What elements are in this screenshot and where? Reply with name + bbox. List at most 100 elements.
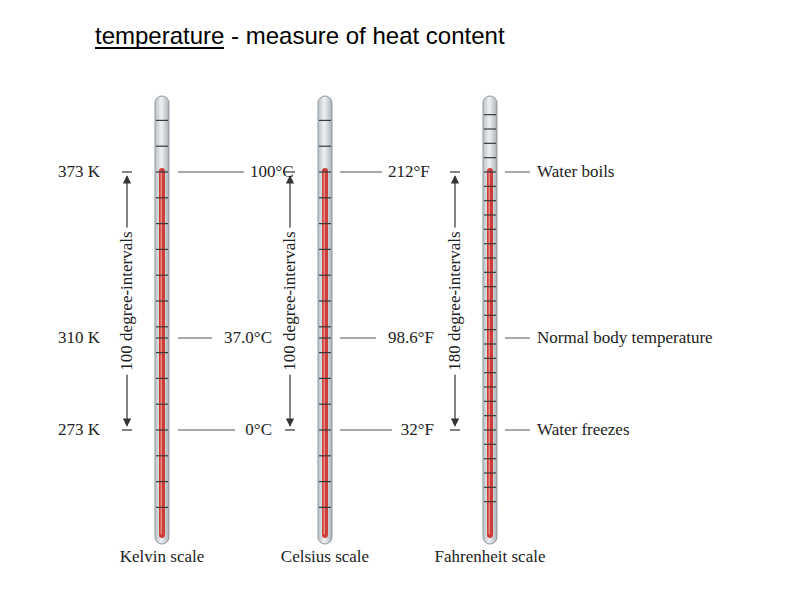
scale-tick xyxy=(484,501,496,502)
scale-tick xyxy=(484,171,496,172)
scale-tick xyxy=(319,300,331,301)
scale-tick xyxy=(156,507,168,508)
scale-tick xyxy=(319,455,331,456)
kelvin-value: 310 K xyxy=(58,329,100,348)
scale-tick xyxy=(319,337,331,338)
leader-line xyxy=(505,338,530,339)
scale-tick xyxy=(484,315,496,316)
scale-tick xyxy=(484,343,496,344)
scale-tick xyxy=(156,146,168,147)
scale-tick xyxy=(484,257,496,258)
scale-tick xyxy=(319,146,331,147)
fahrenheit-value: 98.6°F xyxy=(388,329,434,348)
scale-tick xyxy=(484,487,496,488)
scale-tick xyxy=(484,229,496,230)
leader-line xyxy=(178,430,235,431)
scale-tick xyxy=(484,286,496,287)
fahrenheit-value: 32°F xyxy=(401,421,434,440)
scale-tick xyxy=(484,200,496,201)
title-underline xyxy=(95,47,224,49)
scale-tick xyxy=(484,186,496,187)
scale-tick xyxy=(156,197,168,198)
leader-line xyxy=(178,338,212,339)
scale-tick xyxy=(319,223,331,224)
scale-tick xyxy=(484,157,496,158)
scale-tick xyxy=(319,197,331,198)
scale-tick xyxy=(484,358,496,359)
celsius-value: 100°C xyxy=(250,163,294,182)
scale-tick xyxy=(484,372,496,373)
arrow-cap xyxy=(450,429,460,430)
scale-tick xyxy=(156,249,168,250)
reference-point: Water boils xyxy=(537,163,614,182)
interval-label: 100 degree-intervals xyxy=(118,227,137,374)
reference-point: Water freezes xyxy=(537,421,630,440)
scale-tick xyxy=(319,481,331,482)
arrow-cap xyxy=(122,429,132,430)
glass-tube xyxy=(318,96,332,544)
glass-tube xyxy=(483,96,497,544)
interval-label: 180 degree-intervals xyxy=(446,227,465,374)
scale-tick xyxy=(319,378,331,379)
scale-tick xyxy=(319,275,331,276)
scale-tick xyxy=(156,404,168,405)
scale-tick xyxy=(319,249,331,250)
scale-tick xyxy=(319,404,331,405)
arrow-cap xyxy=(285,429,295,430)
interval-label: 100 degree-intervals xyxy=(281,227,300,374)
scale-tick xyxy=(484,300,496,301)
scale-tick xyxy=(484,472,496,473)
scale-tick xyxy=(156,481,168,482)
leader-line xyxy=(340,172,382,173)
scale-tick xyxy=(484,214,496,215)
leader-line xyxy=(505,430,530,431)
scale-tick xyxy=(484,272,496,273)
scale-name: Fahrenheit scale xyxy=(435,548,546,567)
reference-point: Normal body temperature xyxy=(537,329,713,348)
scale-tick xyxy=(484,243,496,244)
scale-tick xyxy=(484,128,496,129)
scale-tick xyxy=(156,300,168,301)
scale-tick xyxy=(319,507,331,508)
scale-tick xyxy=(484,329,496,330)
scale-tick xyxy=(484,401,496,402)
scale-tick xyxy=(319,171,331,172)
scale-tick xyxy=(156,429,168,430)
scale-tick xyxy=(156,378,168,379)
scale-name: Celsius scale xyxy=(281,548,369,567)
scale-tick xyxy=(319,326,331,327)
column-shine xyxy=(489,172,491,534)
scale-tick xyxy=(319,120,331,121)
scale-tick xyxy=(156,455,168,456)
scale-tick xyxy=(484,429,496,430)
arrow-cap xyxy=(122,171,132,172)
celsius-value: 37.0°C xyxy=(224,329,272,348)
glass-tube xyxy=(155,96,169,544)
fahrenheit-value: 212°F xyxy=(388,163,430,182)
leader-line xyxy=(340,338,376,339)
scale-tick xyxy=(156,337,168,338)
kelvin-value: 273 K xyxy=(58,421,100,440)
scale-tick xyxy=(484,444,496,445)
scale-tick xyxy=(319,352,331,353)
leader-line xyxy=(505,172,530,173)
red-column xyxy=(487,168,493,538)
scale-tick xyxy=(484,386,496,387)
arrow-cap xyxy=(450,171,460,172)
scale-tick xyxy=(156,120,168,121)
scale-tick xyxy=(156,223,168,224)
scale-tick xyxy=(156,275,168,276)
scale-name: Kelvin scale xyxy=(120,548,205,567)
scale-tick xyxy=(484,114,496,115)
scale-tick xyxy=(484,143,496,144)
celsius-value: 0°C xyxy=(245,421,272,440)
leader-line xyxy=(340,430,392,431)
scale-tick xyxy=(484,458,496,459)
leader-line xyxy=(178,172,244,173)
scale-tick xyxy=(156,171,168,172)
kelvin-value: 373 K xyxy=(58,163,100,182)
scale-tick xyxy=(156,352,168,353)
scale-tick xyxy=(319,429,331,430)
scale-tick xyxy=(484,415,496,416)
